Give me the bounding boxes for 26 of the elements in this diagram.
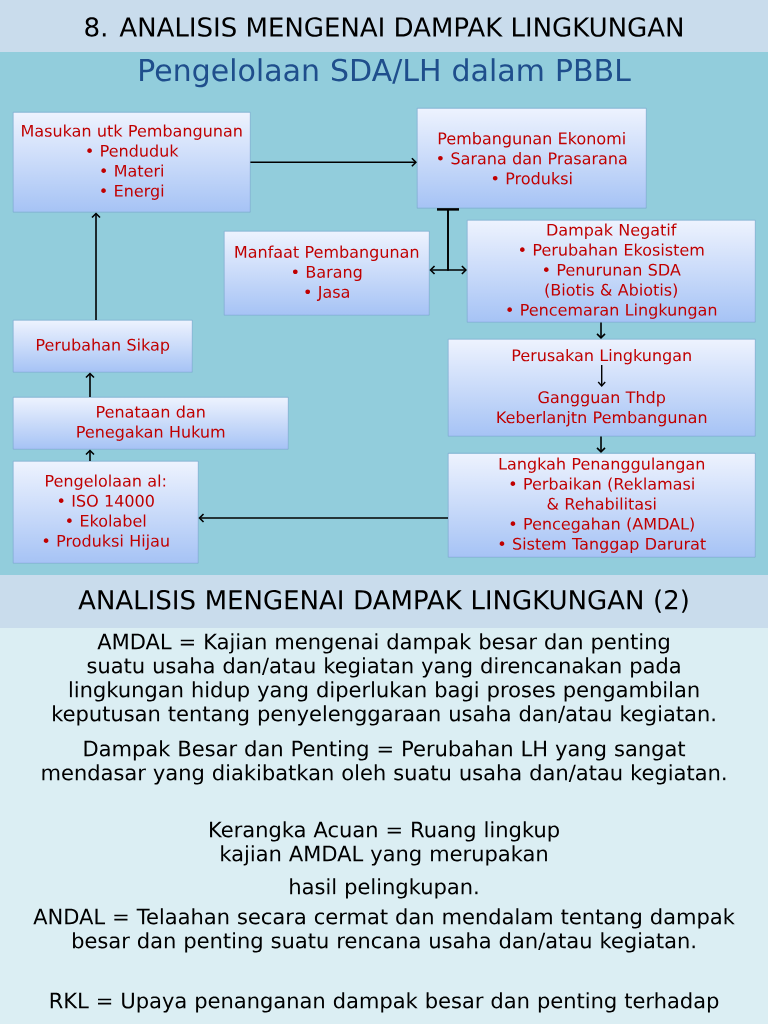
arrow xyxy=(91,212,101,321)
process-box: Penataan dan Penegakan Hukum xyxy=(13,397,289,450)
paragraph: AMDAL = Kajian mengenai dampak besar dan penting suatu usaha dan/atau kegiatan yang direncanakan pada lingkungan hidup yang diperlukan bagi proses pengambilan keputusan tentang penyelenggaraan usaha dan/atau kegiatan. xyxy=(53,633,715,726)
process-box: Pengelolaan al: • ISO 14000 • Ekolabel • Produksi Hijau xyxy=(13,461,199,564)
paragraph: RKL = Upaya penanganan dampak besar dan penting terhadap xyxy=(50,992,719,1013)
paragraph: hasil pelingkupan. xyxy=(290,878,478,899)
arrow xyxy=(85,372,95,398)
paragraph: ANDAL = Telaahan secara cermat dan mendalam tentang dampak besar dan penting suatu rencana usaha dan/atau kegiatan. xyxy=(33,908,735,953)
process-box: Pembangunan Ekonomi • Sarana dan Prasarana • Produksi xyxy=(417,108,647,209)
subtitle: Pengelolaan SDA/LH dalam PBBL xyxy=(140,58,631,88)
process-box: Langkah Penanggulangan • Perbaikan (Reklamasi & Rehabilitasi • Pencegahan (AMDAL) • Sistem Tanggap Darurat xyxy=(448,453,756,558)
process-box: Masukan utk Pembangunan • Penduduk • Materi • Energi xyxy=(13,112,251,213)
arrow xyxy=(596,435,606,453)
arrow xyxy=(85,449,95,462)
arrow xyxy=(249,157,417,167)
process-box: Perubahan Sikap xyxy=(13,320,193,373)
header-band: ANALISIS MENGENAI DAMPAK LINGKUNGAN (2) xyxy=(0,575,768,628)
arrow xyxy=(436,208,467,275)
paragraph: Dampak Besar dan Penting = Perubahan LH yang sangat mendasar yang diakibatkan oleh suatu usaha dan/atau kegiatan. xyxy=(42,740,726,785)
arrow xyxy=(596,321,606,339)
paragraph: Kerangka Acuan = Ruang lingkup kajian AMDAL yang merupakan xyxy=(210,821,559,866)
header-band: 8. ANALISIS MENGENAI DAMPAK LINGKUNGAN xyxy=(0,0,768,52)
arrow xyxy=(198,513,449,523)
process-box: Dampak Negatif • Perubahan Ekosistem • Penurunan SDA (Biotis & Abiotis) • Pencemaran Lingkungan xyxy=(467,220,756,323)
process-box: Manfaat Pembangunan • Barang • Jasa xyxy=(224,231,430,316)
process-box: Perusakan Lingkungan Gangguan Thdp Keberlanjtn Pembangunan xyxy=(448,339,756,437)
